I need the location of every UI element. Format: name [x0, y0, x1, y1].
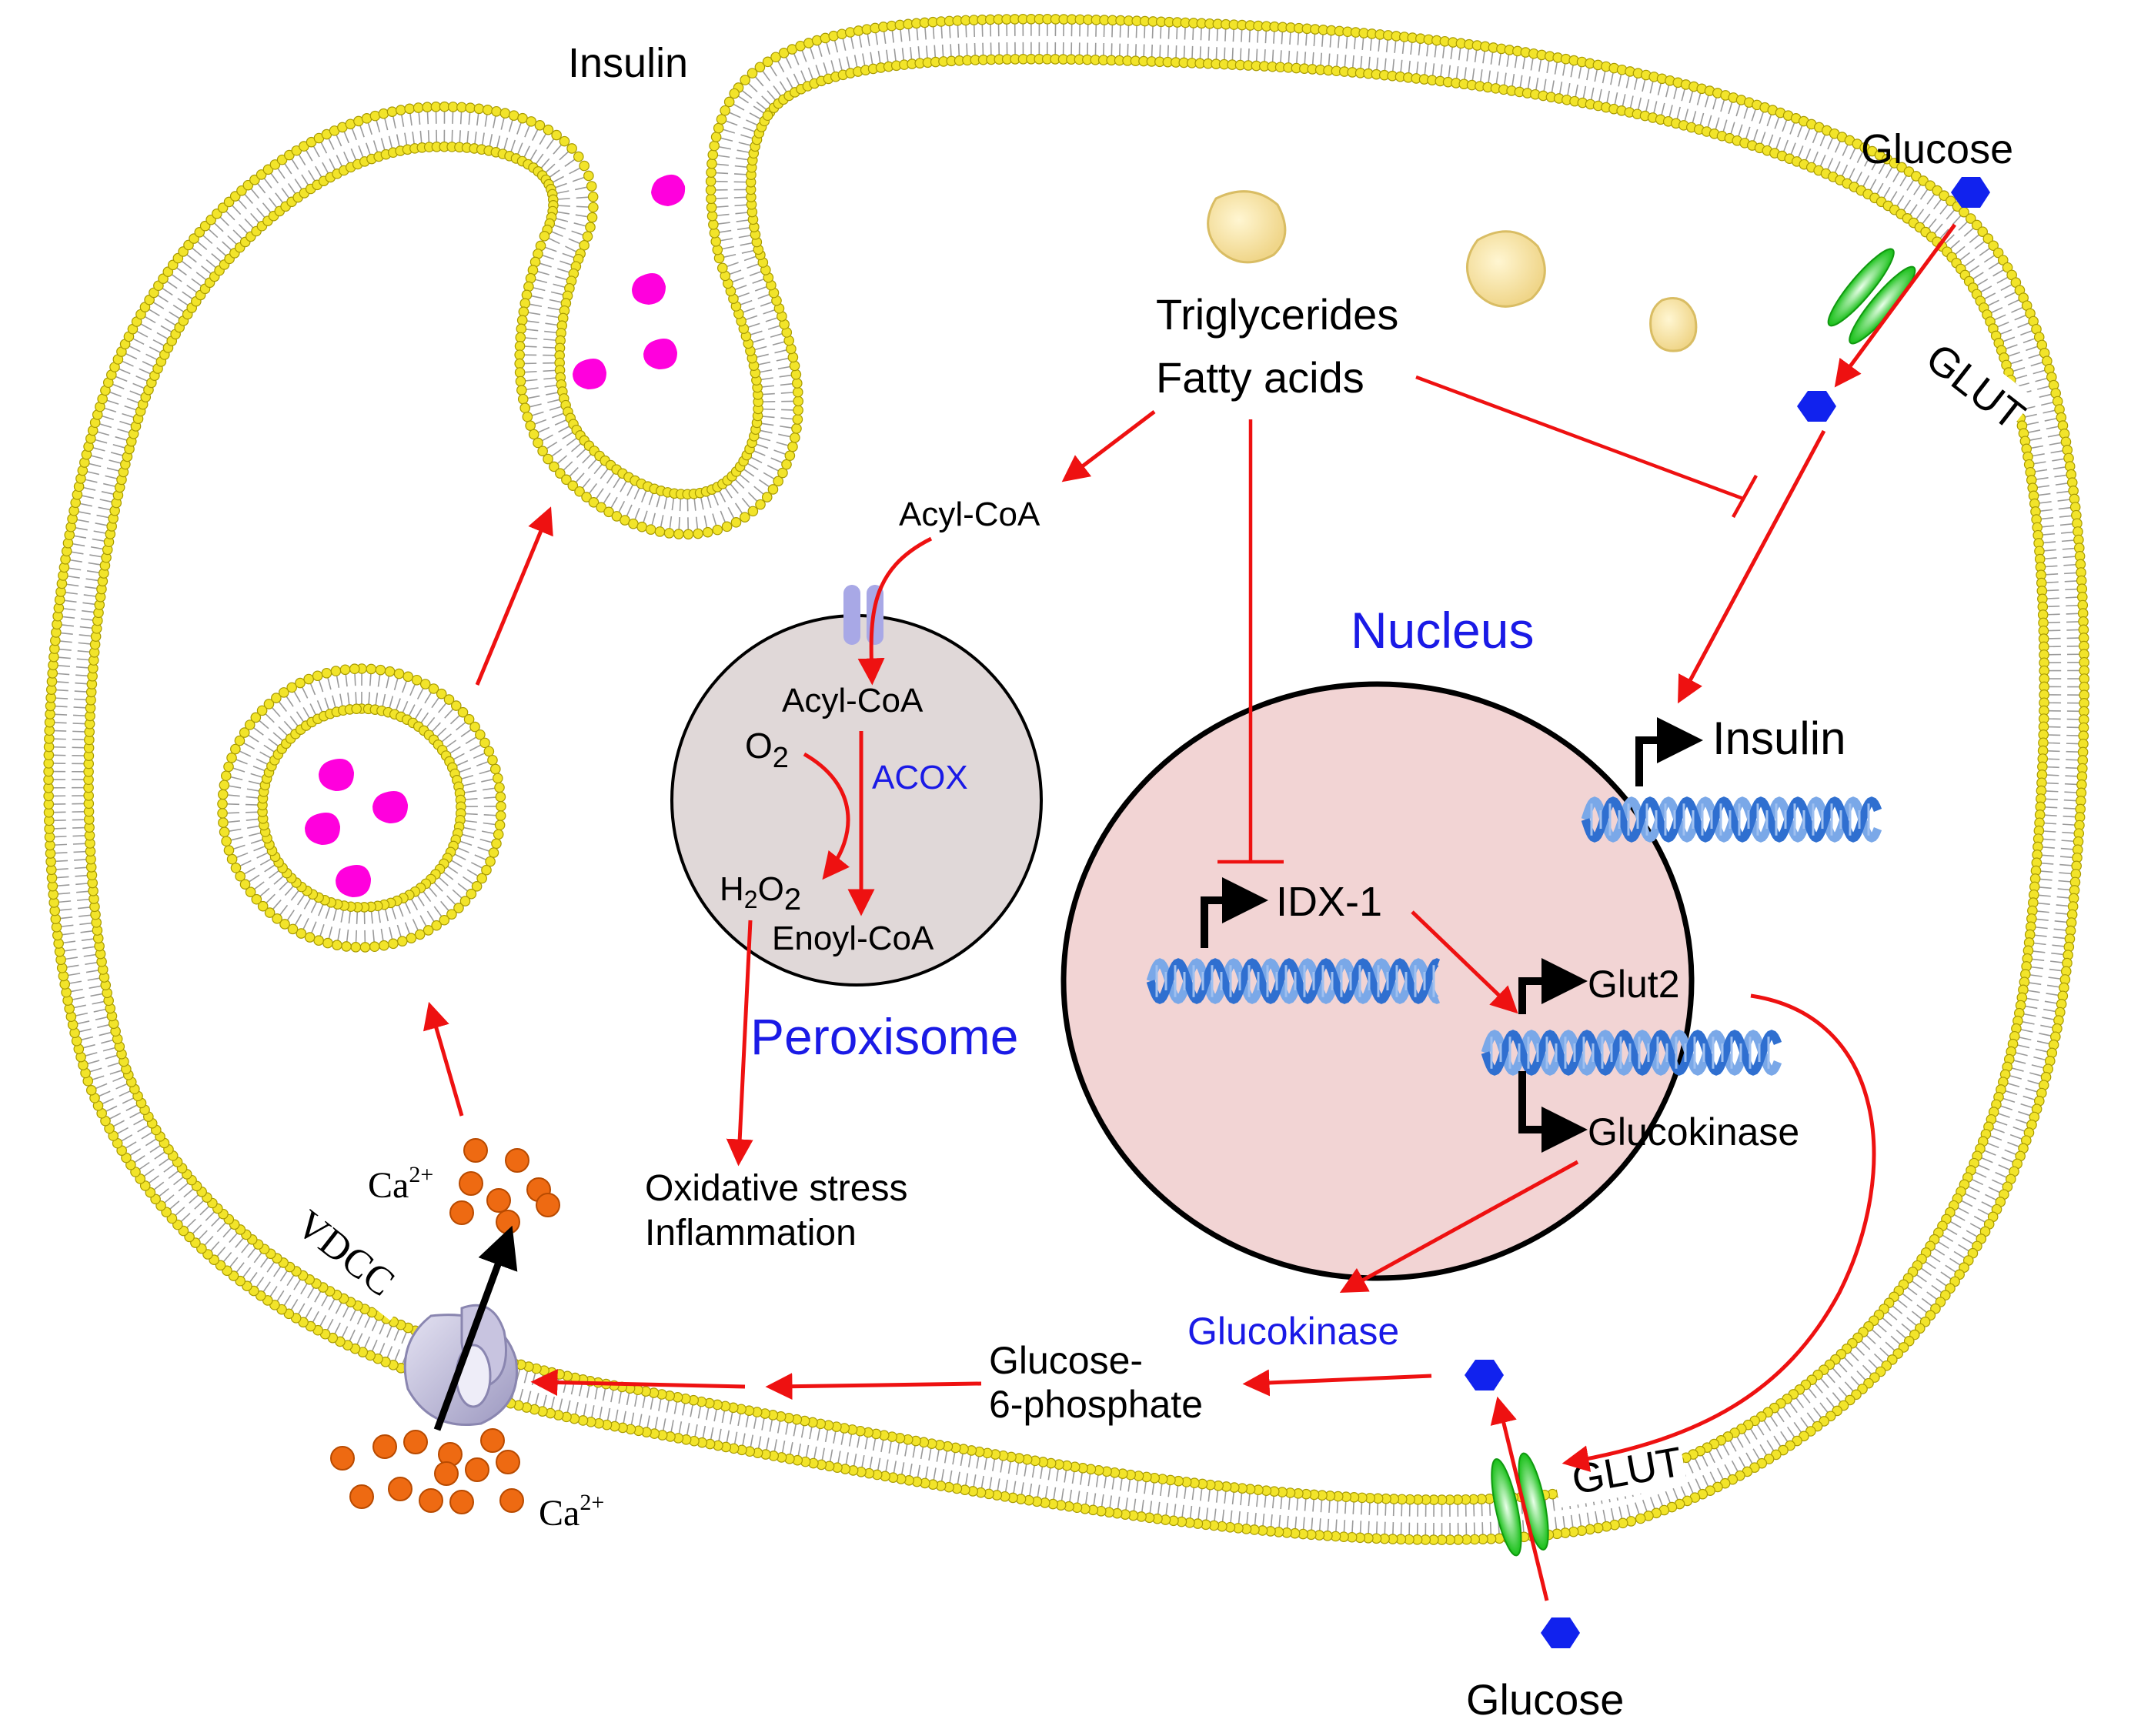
- lipid-droplet-icon: [1649, 297, 1698, 352]
- arrow-vdcc-to-vesicle: [423, 1001, 464, 1117]
- insulin-granules-vesicle: [305, 759, 408, 897]
- calcium-outside-label: Ca2+: [539, 1490, 604, 1534]
- oxidative-stress-label: Oxidative stress: [645, 1168, 907, 1209]
- h2o2-label: H2O2: [720, 870, 801, 916]
- calcium-ion-icon: [330, 1446, 355, 1471]
- insulin-granule-icon: [643, 339, 677, 369]
- arrow-glucose-to-g6p: [1242, 1369, 1432, 1397]
- nucleus-label: Nucleus: [1351, 602, 1534, 659]
- glut-transporter-top-icon: [1827, 248, 1916, 345]
- arrow-acylcoa-into-peroxisome: [857, 536, 933, 686]
- glut-transporter-bottom-icon: [1491, 1452, 1549, 1557]
- lipid-droplet-icon: [1466, 230, 1546, 308]
- arrow-g6p-to-vdcc-2: [530, 1369, 746, 1397]
- insulin-granule-icon: [319, 759, 354, 791]
- arrow-fatty-acids-to-acylcoa: [1061, 410, 1156, 482]
- insulin-promoter-arrow-icon: [1635, 717, 1703, 786]
- arrow-g6p-to-vdcc-1: [765, 1373, 982, 1400]
- transcription-start-arrows: [1201, 717, 1703, 1153]
- glucose-bottom-label: Glucose: [1466, 1675, 1624, 1724]
- calcium-ion-icon: [372, 1434, 397, 1459]
- glucose-top-label: Glucose: [1861, 126, 2013, 172]
- inhibit-fatty-acids-to-glucose-import: [1415, 375, 1744, 501]
- glucose-hexagon-icon: [1797, 391, 1836, 422]
- arrow-o2-to-h2o2: [803, 752, 850, 880]
- acyl-coa-cytosol-label: Acyl-CoA: [899, 496, 1040, 533]
- triglycerides-label: Triglycerides: [1156, 290, 1398, 339]
- enoyl-coa-label: Enoyl-CoA: [772, 920, 934, 957]
- calcium-ion-icon: [496, 1450, 520, 1474]
- calcium-ion-icon: [349, 1484, 374, 1509]
- idx1-gene-label: IDX-1: [1276, 879, 1382, 925]
- glucose-molecules: [1465, 177, 1990, 1648]
- glucose-hexagon-icon: [1465, 1360, 1504, 1390]
- dna-helix-icon: [1581, 796, 1882, 843]
- calcium-ion-icon: [388, 1477, 413, 1501]
- arrow-vesicle-to-exocytosis: [475, 506, 553, 686]
- glucose-6-phosphate-label-1: Glucose-: [989, 1339, 1143, 1382]
- insulin-granule-icon: [336, 865, 371, 897]
- glucose-hexagon-icon: [1541, 1617, 1580, 1648]
- arrow-glut2-to-glut: [1562, 993, 1876, 1472]
- insulin-granule-icon: [573, 359, 606, 389]
- calcium-ion-icon: [486, 1188, 511, 1213]
- fatty-acids-label: Fatty acids: [1156, 353, 1364, 402]
- calcium-ion-icon: [419, 1488, 443, 1513]
- insulin-vesicle: [215, 662, 508, 954]
- calcium-ion-icon: [480, 1428, 505, 1453]
- glucokinase-gene-label: Glucokinase: [1588, 1110, 1799, 1153]
- arrow-glucose-into-cell-bottom: [1490, 1396, 1549, 1601]
- insulin-granule-icon: [632, 273, 666, 305]
- calcium-ion-icon: [536, 1193, 560, 1217]
- calcium-ion-icon: [463, 1138, 488, 1163]
- glucokinase-promoter-arrow-icon: [1518, 1071, 1588, 1153]
- dna-helix-icon: [1481, 1030, 1782, 1076]
- insulin-granule-icon: [651, 174, 686, 206]
- calcium-ion-icon: [449, 1490, 474, 1514]
- lipid-droplets: [1207, 190, 1698, 352]
- arrow-h2o2-to-oxidative-stress: [726, 920, 753, 1167]
- dna-helix-icon: [1146, 958, 1441, 1004]
- glucokinase-enzyme-label: Glucokinase: [1187, 1310, 1399, 1353]
- calcium-ion-icon: [499, 1488, 524, 1513]
- calcium-ion-icon: [496, 1210, 520, 1234]
- insulin-granule-icon: [305, 813, 340, 845]
- calcium-ion-icon: [434, 1461, 459, 1486]
- calcium-ion-icon: [465, 1457, 489, 1482]
- insulin-granules-exocytosis: [573, 174, 686, 389]
- calcium-ion-icon: [403, 1430, 428, 1454]
- arrow-calcium-influx: [433, 1225, 518, 1431]
- inhibit-bar-glucose-import: [1732, 474, 1758, 519]
- calcium-inside-label: Ca2+: [368, 1162, 433, 1206]
- calcium-ions-outside: [330, 1428, 524, 1514]
- arrow-glucose-into-cell-top: [1834, 223, 1957, 388]
- acyl-coa-peroxisome-label: Acyl-CoA: [782, 682, 924, 719]
- calcium-ion-icon: [505, 1148, 529, 1173]
- calcium-ions-inside: [449, 1138, 560, 1234]
- calcium-ion-icon: [449, 1200, 474, 1225]
- glucose-6-phosphate-label-2: 6-phosphate: [989, 1383, 1203, 1426]
- insulin-gene-label: Insulin: [1712, 713, 1845, 764]
- glut2-promoter-arrow-icon: [1518, 958, 1588, 1014]
- arrow-glucokinase-gene-to-enzyme: [1339, 1160, 1579, 1294]
- idx1-promoter-arrow-icon: [1201, 877, 1268, 948]
- insulin-granule-icon: [372, 791, 408, 823]
- acox-label: ACOX: [872, 759, 968, 796]
- insulin-secretion-label: Insulin: [568, 40, 688, 86]
- o2-label: O2: [745, 726, 789, 774]
- plasma-membrane: [42, 12, 2092, 1547]
- arrow-idx1-to-glut2: [1411, 910, 1518, 1014]
- text-labels: Insulin Glucose Triglycerides Fatty acid…: [368, 40, 2013, 1724]
- inflammation-label: Inflammation: [645, 1213, 857, 1254]
- pathway-arrows: [423, 223, 1957, 1601]
- calcium-ion-icon: [459, 1171, 483, 1196]
- arrow-glucose-to-insulin-gene: [1678, 429, 1826, 704]
- glut2-gene-label: Glut2: [1588, 963, 1680, 1006]
- lipid-droplet-icon: [1207, 190, 1287, 264]
- peroxisome-label: Peroxisome: [750, 1008, 1018, 1065]
- glucose-hexagon-icon: [1951, 177, 1990, 208]
